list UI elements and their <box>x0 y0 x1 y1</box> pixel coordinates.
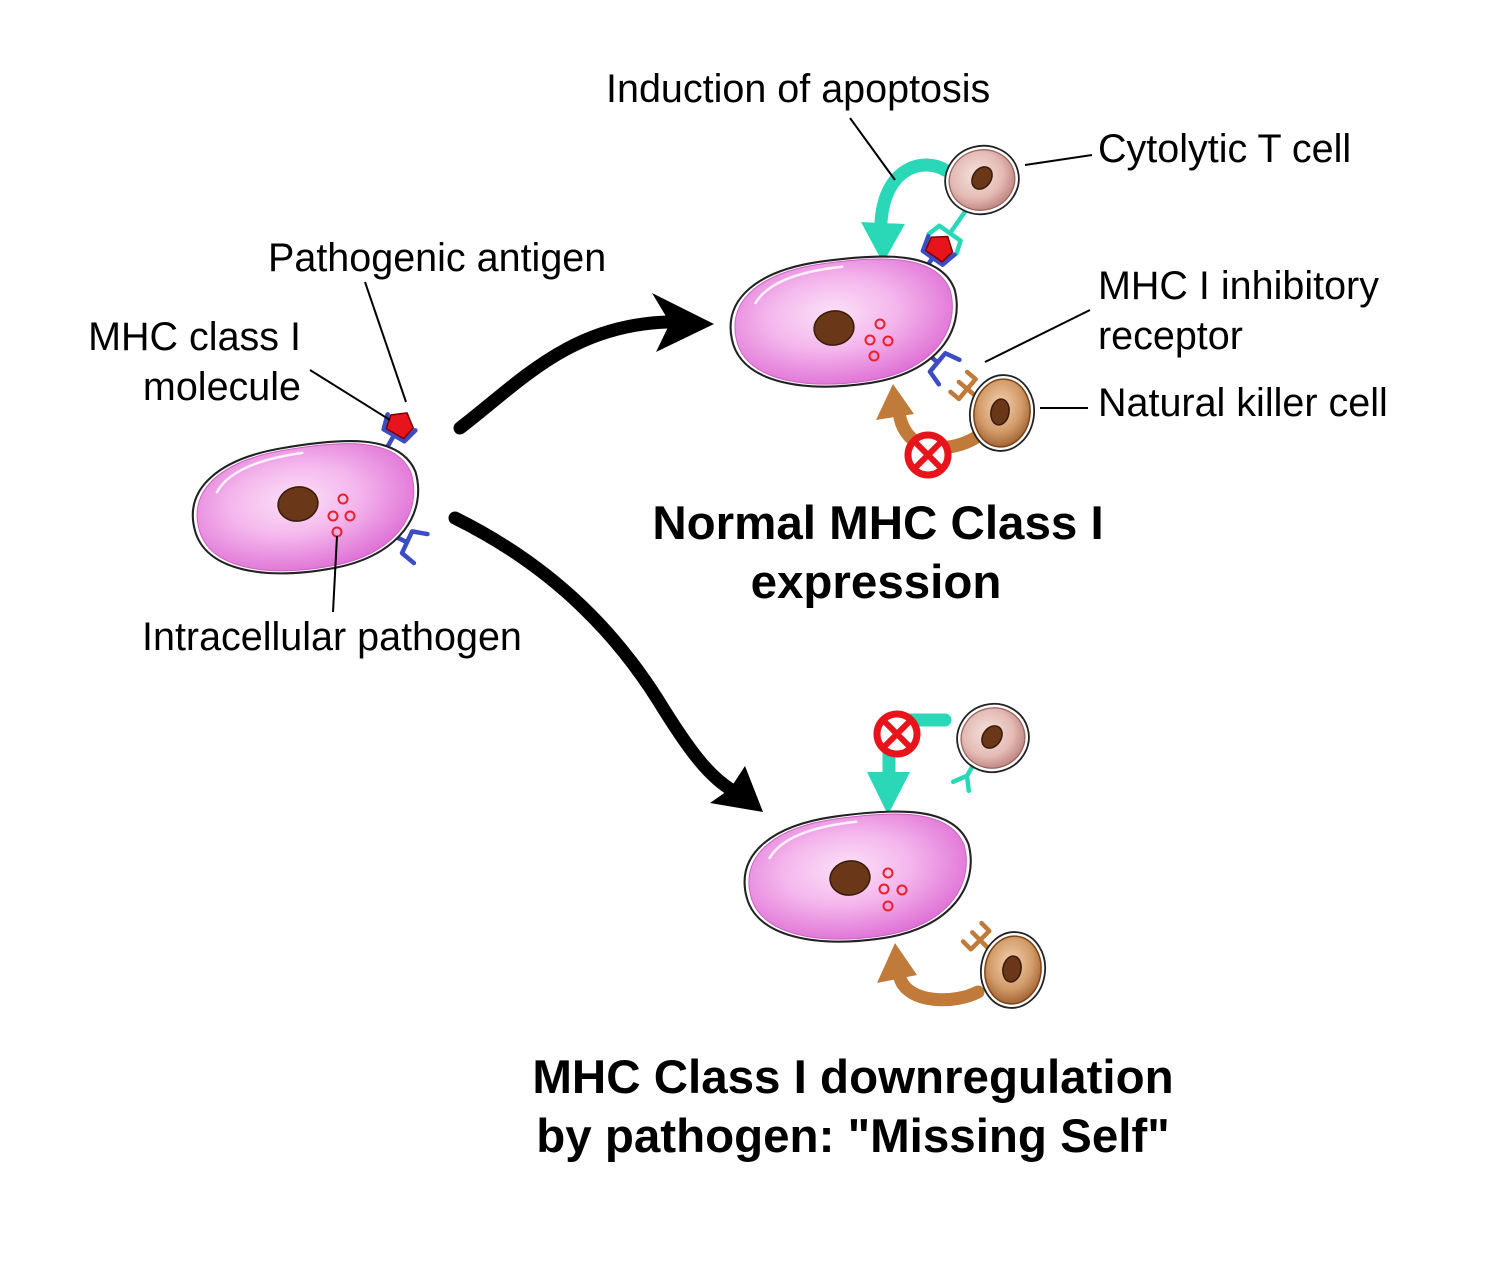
pathogen-dot <box>864 334 876 346</box>
pathogen-dot <box>882 335 894 347</box>
panel-title-missing-self-line2: by pathogen: "Missing Self" <box>536 1110 1170 1163</box>
panel-missing-self: MHC Class I downregulation by pathogen: … <box>532 702 1174 1163</box>
nucleus <box>277 486 319 522</box>
cell-highlight <box>754 265 844 305</box>
label-induction-of-apoptosis: Induction of apoptosis <box>606 67 990 111</box>
nucleus <box>813 310 855 346</box>
pathogen-dot <box>882 900 894 912</box>
arrow-head <box>710 766 763 812</box>
label-mhc-class-i-line1: MHC class I <box>88 315 301 359</box>
pathogen-dot <box>896 884 908 896</box>
infected-cell-mhc-downregulated <box>737 801 980 954</box>
mhc-class-i-molecule-with-antigen <box>381 412 418 450</box>
infected-cell <box>183 412 430 588</box>
inhibitory-receptor-shape <box>960 920 993 953</box>
panel-title-normal-line2: expression <box>751 556 1002 609</box>
panel-normal-expression: Induction of apoptosis Cytolytic T cell … <box>606 67 1388 609</box>
arrow-head <box>867 772 910 815</box>
t-cell-nucleus <box>981 725 1003 749</box>
arrow-to-missing-self <box>448 511 763 812</box>
nk-inhibitory-receptor <box>948 369 981 402</box>
pathogen-dot <box>874 318 886 330</box>
nk-cell-nucleus <box>1002 955 1022 983</box>
pathogen-dot <box>878 883 890 895</box>
leader-induction-of-apoptosis <box>849 117 896 181</box>
label-pathogenic-antigen: Pathogenic antigen <box>268 236 606 280</box>
arrow-shaft <box>453 315 675 435</box>
label-mhc-i-inhibitory-line2: receptor <box>1098 314 1243 358</box>
natural-killer-cell <box>968 374 1036 452</box>
arrow-to-normal-expression <box>453 293 714 435</box>
nk-inhibitory-receptor-unbound <box>960 920 993 953</box>
cell-highlight <box>768 820 858 860</box>
arrow-head <box>652 293 714 352</box>
leader-cytolytic-t-cell <box>1024 154 1093 166</box>
natural-killer-cell <box>979 931 1047 1009</box>
label-natural-killer-cell: Natural killer cell <box>1098 381 1388 425</box>
pathogen-dot <box>327 510 339 522</box>
mhc-molecule <box>381 412 418 450</box>
arrow-shaft <box>874 158 952 229</box>
apoptosis-induction-arrow <box>861 158 952 263</box>
leader-pathogenic-antigen <box>364 281 407 403</box>
cell-body <box>183 428 429 588</box>
pathogen-dot <box>882 867 894 879</box>
inhibition-icon <box>873 710 921 758</box>
nk-killing-arrow <box>877 943 985 1007</box>
panel-title-normal-line1: Normal MHC Class I <box>652 497 1103 550</box>
leader-mhc-i-inhibitory-receptor <box>984 309 1091 363</box>
pathogen-dot <box>344 510 356 522</box>
cell-highlight <box>215 451 304 494</box>
arrow-shaft <box>893 971 985 1007</box>
panel-title-missing-self-line1: MHC Class I downregulation <box>532 1051 1173 1104</box>
t-cell-receptor <box>926 204 971 256</box>
inhibition-icon <box>904 431 952 479</box>
label-mhc-class-i-line2: molecule <box>143 365 301 409</box>
arrow-shaft <box>448 511 742 799</box>
arrow-head <box>861 222 905 263</box>
leader-intracellular-pathogen <box>332 535 338 613</box>
arrow-head <box>876 384 914 420</box>
inhibitory-receptor-shape <box>948 369 981 402</box>
infected-cell-normal <box>723 246 966 399</box>
pathogenic-antigen <box>924 235 954 263</box>
nucleus <box>829 860 871 896</box>
mhc-molecule <box>392 529 430 566</box>
label-intracellular-pathogen: Intracellular pathogen <box>142 615 522 659</box>
label-cytolytic-t-cell: Cytolytic T cell <box>1098 127 1351 171</box>
pathogenic-antigen <box>385 412 415 440</box>
inhibition-cross <box>912 439 944 471</box>
intracellular-pathogens <box>864 318 894 362</box>
inhibition-cross <box>881 718 913 750</box>
cytolytic-t-cell <box>944 144 1020 216</box>
nk-cell-nucleus <box>990 398 1010 426</box>
intracellular-pathogens <box>878 867 908 912</box>
pathogen-dot <box>868 350 880 362</box>
label-mhc-i-inhibitory-line1: MHC I inhibitory <box>1098 264 1379 308</box>
mhc-class-i-molecule-empty <box>392 529 430 566</box>
cytolytic-t-cell <box>956 702 1030 774</box>
pathogen-dot <box>337 493 349 505</box>
arrow-head <box>877 943 917 983</box>
t-cell-nucleus <box>971 166 993 190</box>
leader-mhc-class-i-molecule <box>309 369 391 421</box>
